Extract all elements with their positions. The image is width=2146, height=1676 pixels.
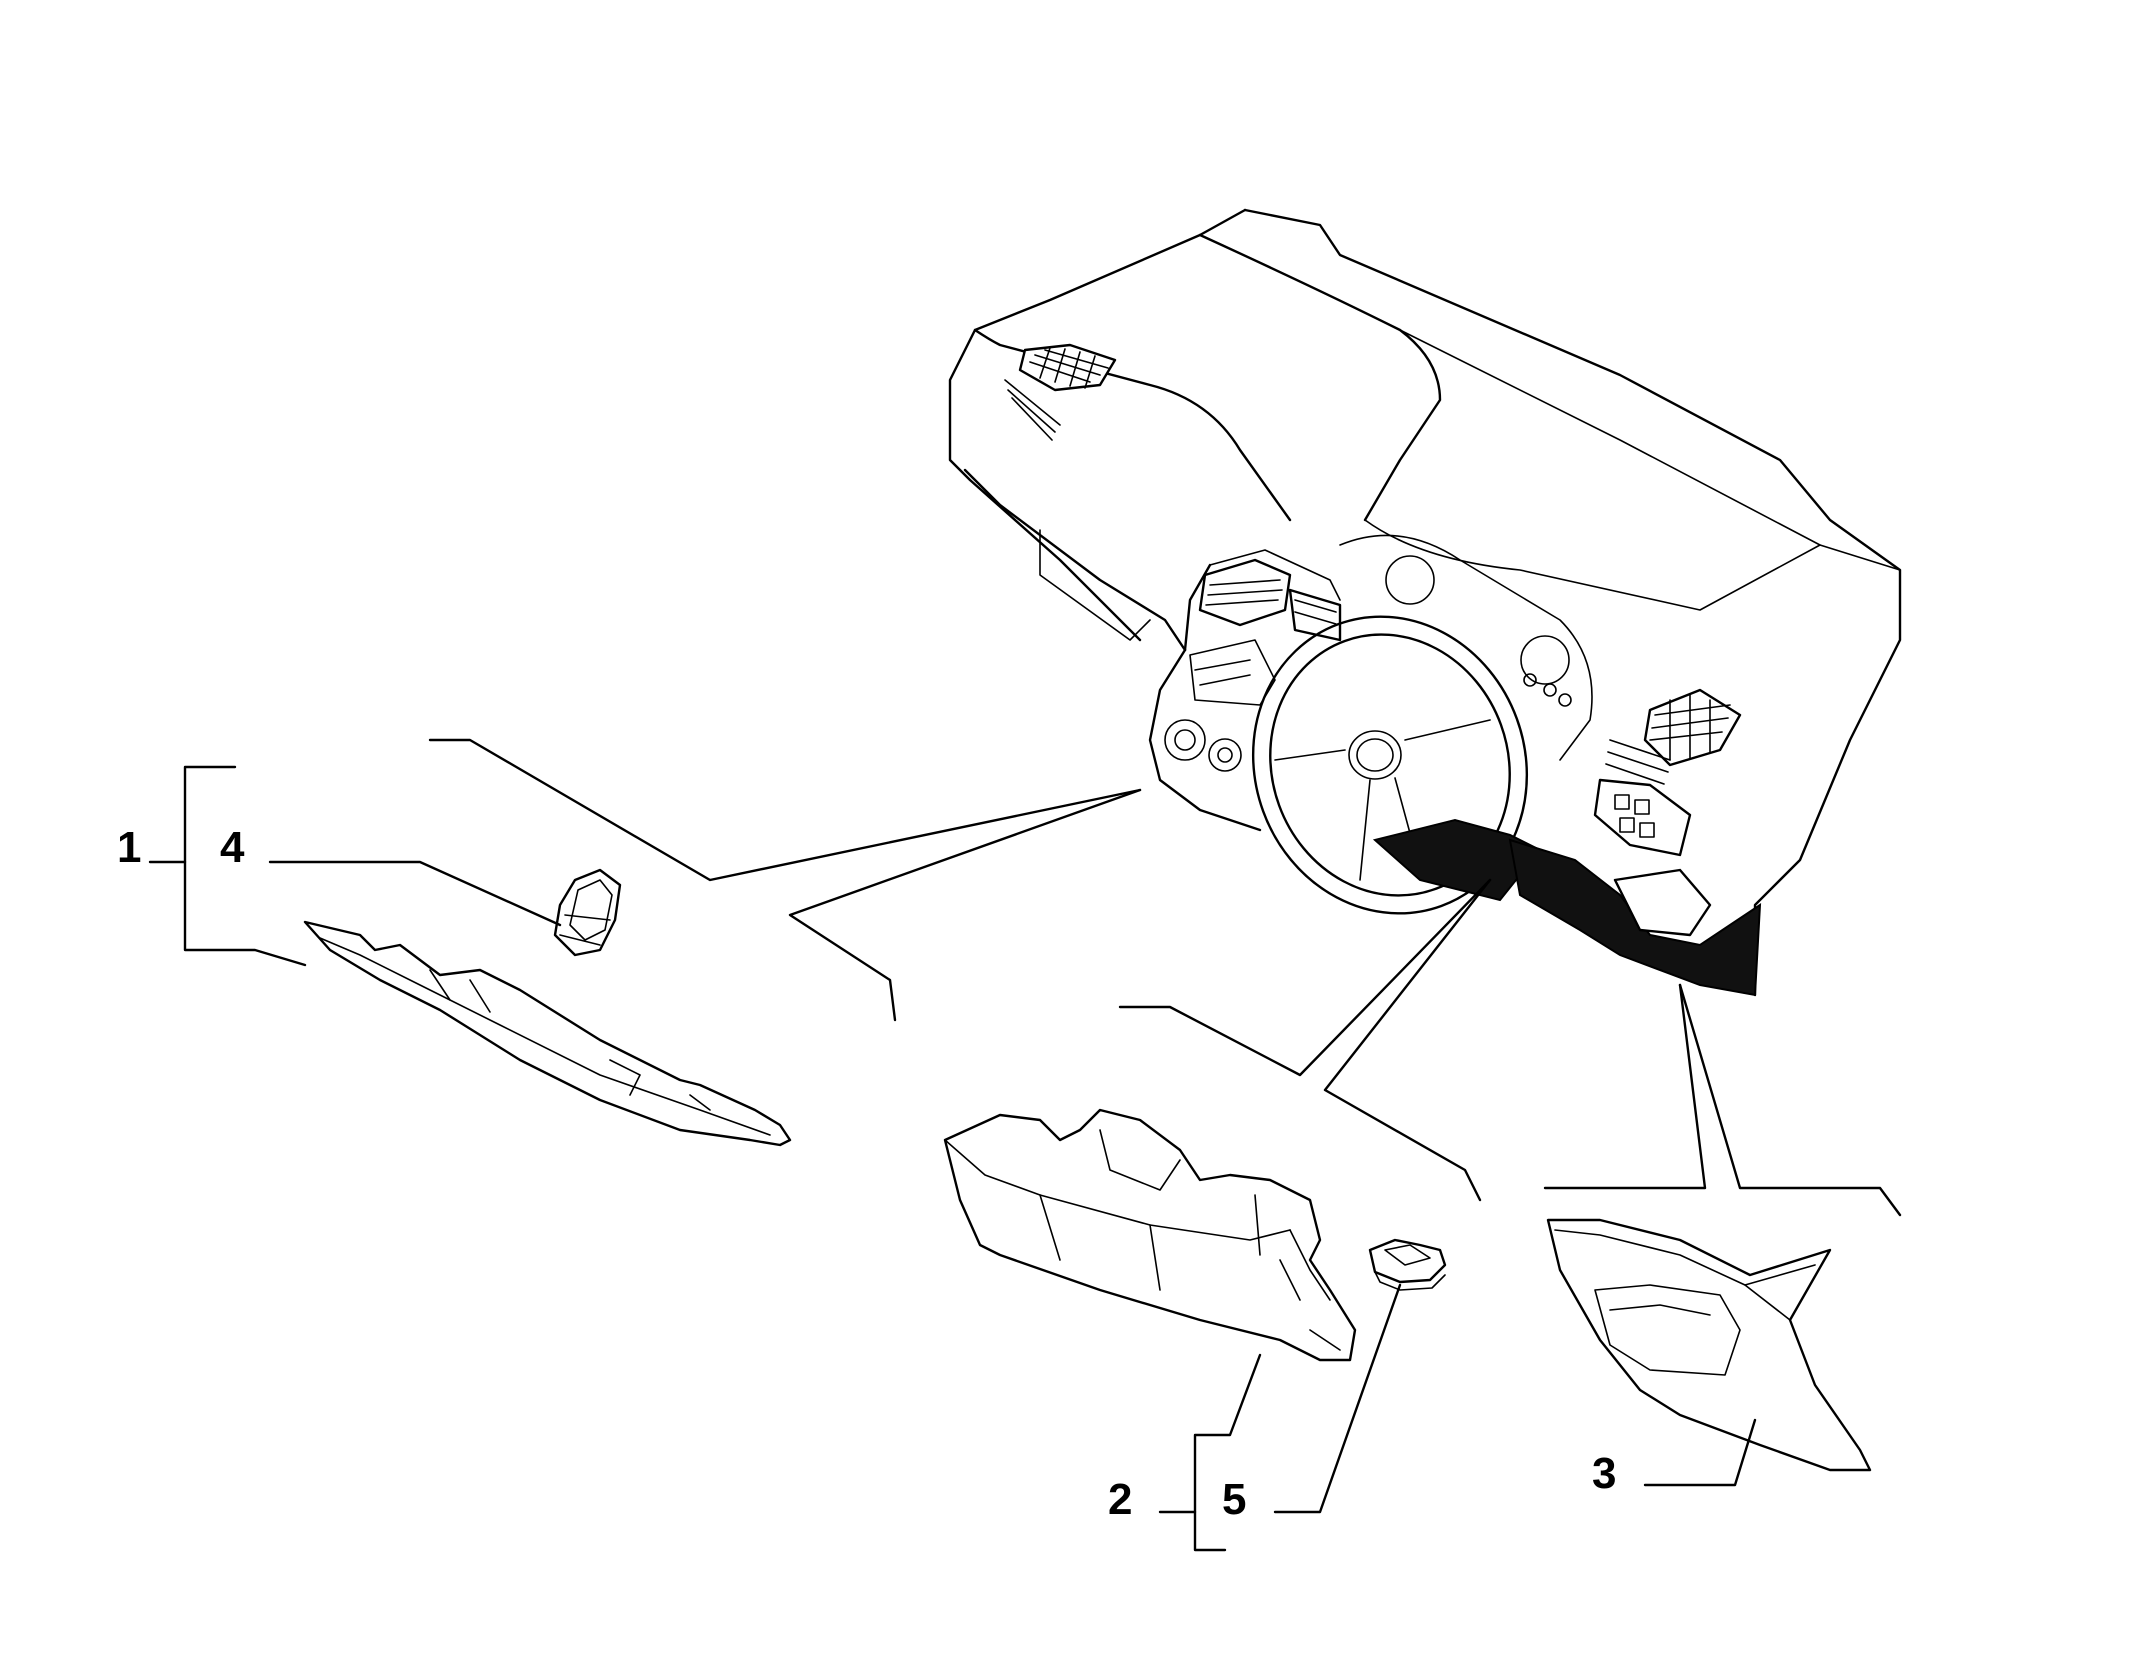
part-3-knee-panel: [1546, 1218, 1872, 1472]
center-vents: [1198, 558, 1342, 642]
leader-lines: [148, 738, 1902, 1552]
instrument-cluster: [1339, 534, 1593, 761]
steering-wheel: [1251, 615, 1529, 915]
callout-3: 3: [1592, 1449, 1616, 1498]
right-vent: [1605, 688, 1742, 785]
part-4-clip: [553, 868, 622, 957]
callout-4: 4: [220, 823, 245, 872]
callout-5: 5: [1222, 1475, 1246, 1524]
knee-panel-highlight: [1372, 818, 1762, 997]
part-2-under-trim: [943, 1108, 1357, 1362]
part-5-clip: [1368, 1238, 1447, 1291]
part-1-lower-trim: [303, 920, 792, 1147]
callout-1: 1: [117, 823, 141, 872]
switch-pack: [1593, 778, 1692, 857]
callout-2: 2: [1108, 1475, 1132, 1524]
dashboard-assembly: [948, 208, 1902, 997]
heater-knobs: [1164, 719, 1242, 772]
left-vent: [1004, 343, 1117, 441]
